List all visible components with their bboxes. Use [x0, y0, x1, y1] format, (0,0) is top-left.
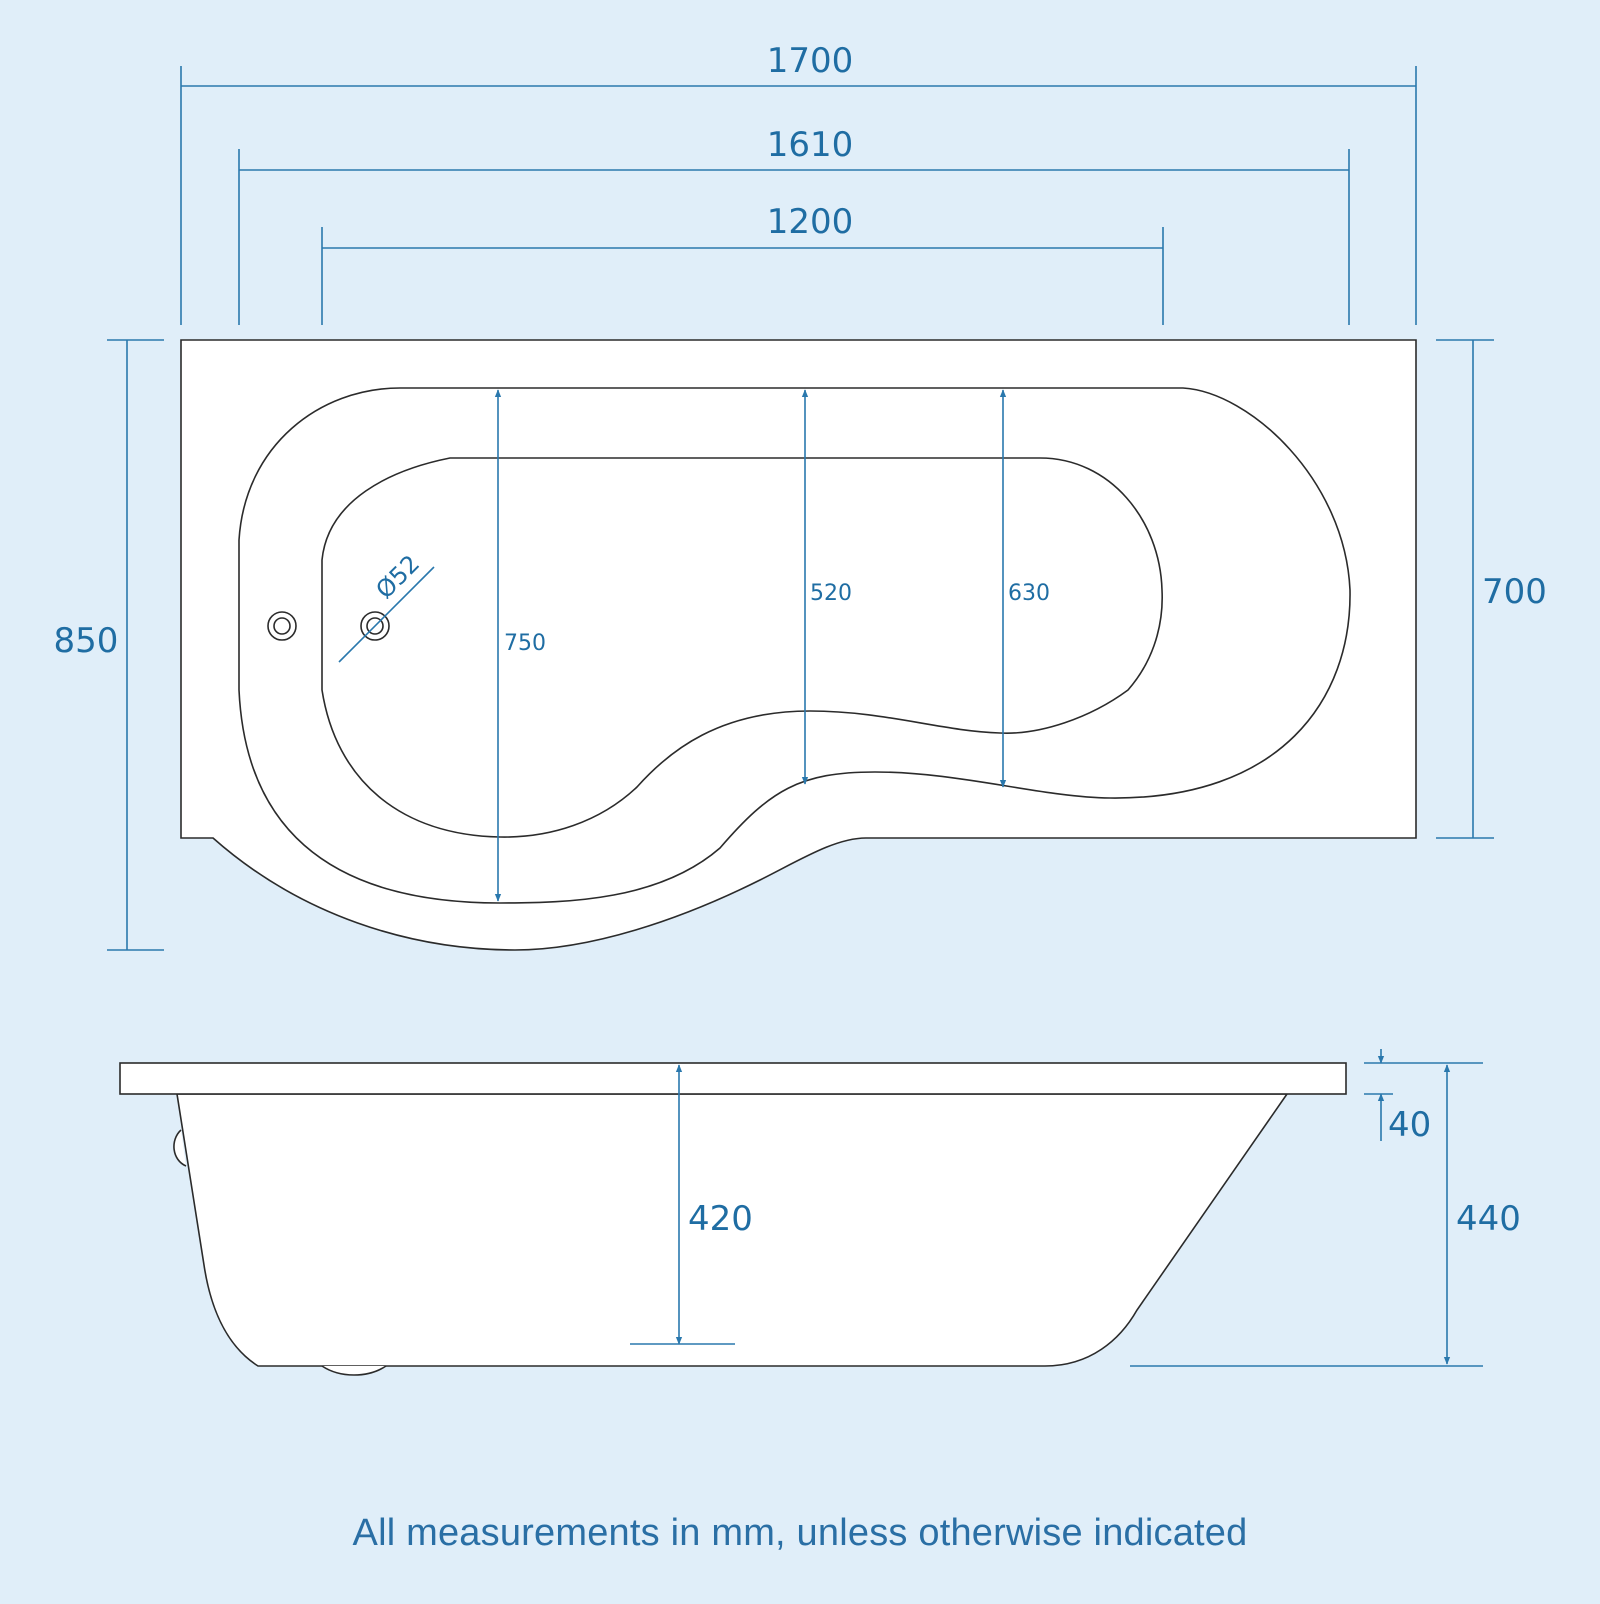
dim-label-750: 750 [504, 631, 546, 656]
dim-overall-height: 440 [1130, 1064, 1521, 1367]
dim-overall-width: 850 [54, 339, 164, 951]
dim-label-1700: 1700 [767, 41, 854, 81]
dim-rim-thickness: 40 [1364, 1049, 1483, 1145]
dim-label-520: 520 [810, 581, 852, 606]
bath-body-profile [176, 1093, 1289, 1367]
overflow-hole [267, 611, 297, 641]
dim-straight-section: 1200 [321, 202, 1164, 325]
dim-label-630: 630 [1008, 581, 1050, 606]
waste-diameter-leader [338, 566, 435, 663]
dim-label-40: 40 [1388, 1105, 1431, 1145]
dim-overall-length: 1700 [180, 41, 1417, 325]
dim-label-850: 850 [54, 621, 119, 661]
dim-straight-end-width: 700 [1436, 339, 1547, 839]
dim-label-1610: 1610 [767, 125, 854, 165]
overflow-bump-side [173, 1129, 187, 1167]
waste-bump-side [321, 1365, 387, 1376]
dim-label-700: 700 [1482, 572, 1547, 612]
dim-panel-length: 1610 [238, 125, 1350, 325]
dim-label-1200: 1200 [767, 202, 854, 242]
plan-view: Ø52 750 520 630 [180, 339, 1417, 951]
dim-label-440: 440 [1456, 1199, 1521, 1239]
measurement-units-note: All measurements in mm, unless otherwise… [352, 1512, 1248, 1554]
bath-rim-side [119, 1062, 1347, 1095]
side-view: 420 [119, 1062, 1347, 1376]
bath-bowl-outline [321, 457, 1163, 838]
dim-label-420: 420 [688, 1199, 753, 1239]
